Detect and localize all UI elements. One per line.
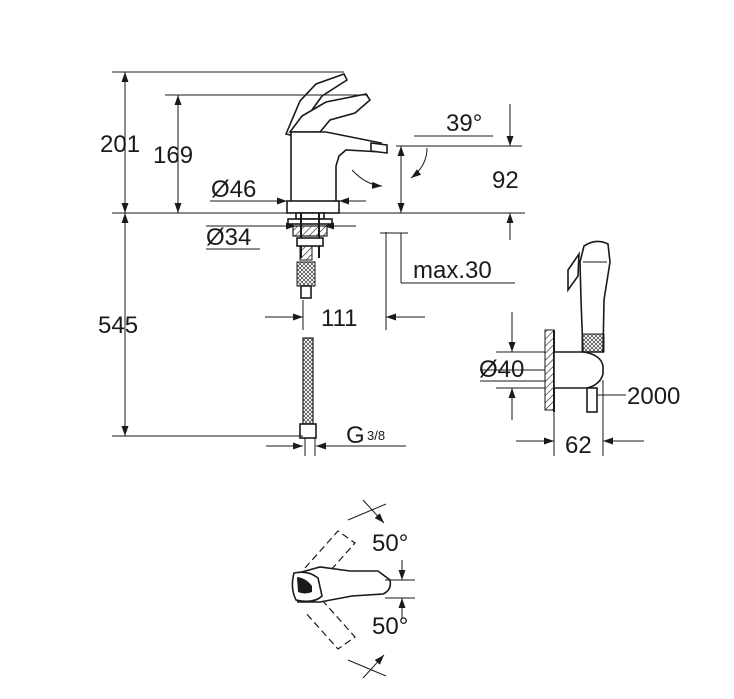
shower-holder [553,351,604,389]
dim-spout-clearance: 92 [492,167,519,194]
mounting-plate [287,218,333,225]
supply-hose [302,337,314,425]
hose-connector [299,245,313,261]
dim-hose-length: 545 [98,312,138,339]
dim-shower-hose-length: 2000 [627,383,680,410]
dim-connection-thread: G [346,422,365,449]
wall-hatch [544,329,555,411]
dim-total-height: 201 [100,131,140,158]
faucet-spout-tip [370,142,388,154]
hand-shower-trigger [567,251,580,293]
spout-swing-arc [351,169,383,189]
hand-shower-view [480,240,644,456]
shower-hose-stub [586,387,598,413]
faucet-side-view [112,73,525,456]
faucet-lever [288,93,372,133]
dim-swivel-angle-bottom: 50° [372,613,408,640]
mounting-nut [292,225,328,237]
dim-holder-depth: 62 [565,432,592,459]
mounting-nut-lower [296,237,324,247]
dim-spout-height: 169 [153,142,193,169]
dimension-lines [112,71,522,450]
hose-neck [300,285,312,299]
lever-swing-upper [304,530,356,581]
dim-hole-diameter: Ø34 [206,224,251,251]
supply-hose-nut [299,423,317,439]
faucet-flange [286,200,340,214]
dim-connection-fraction: 3/8 [367,428,385,443]
lever-swing-lower [304,599,356,650]
dim-swivel-angle-top: 50° [372,530,408,557]
dim-angle: 39° [446,110,482,137]
hose-fitting [296,261,316,287]
dim-max-thickness: max.30 [413,257,492,284]
dim-holder-diameter: Ø40 [479,356,524,383]
faucet-top-view [291,499,415,679]
dim-flange-diameter: Ø46 [211,176,256,203]
faucet-body [290,131,383,203]
dim-projection: 111 [321,305,357,332]
